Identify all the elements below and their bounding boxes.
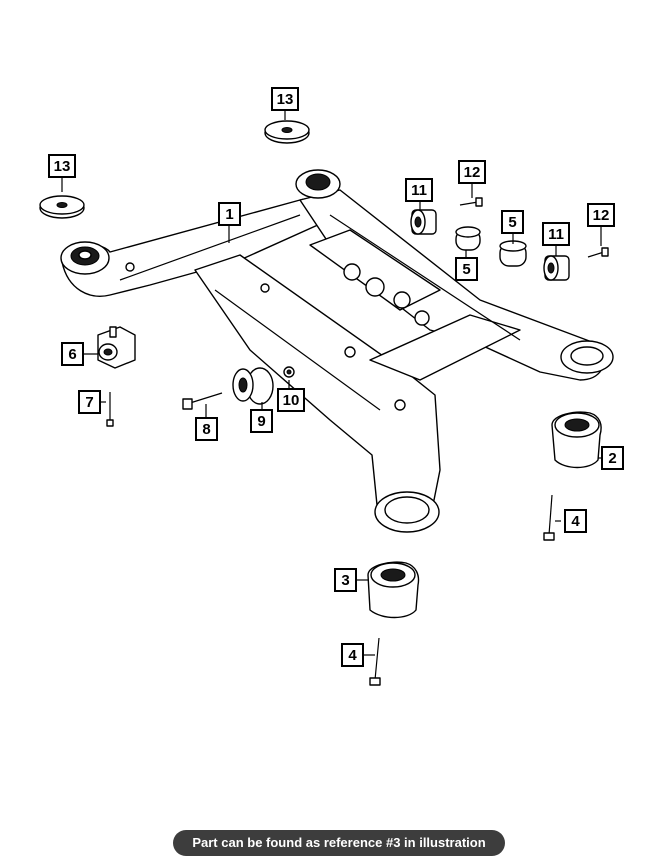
bushing-11-left <box>410 209 437 235</box>
svg-text:2: 2 <box>608 450 616 467</box>
callout-10: 10 <box>277 388 305 412</box>
svg-text:1: 1 <box>225 206 233 223</box>
callout-8: 8 <box>195 417 218 441</box>
callout-4-right: 4 <box>564 509 587 533</box>
svg-text:12: 12 <box>593 207 610 224</box>
bolt-12-left <box>459 197 483 207</box>
svg-text:4: 4 <box>348 647 357 664</box>
svg-text:11: 11 <box>411 182 427 199</box>
callout-6: 6 <box>61 342 84 366</box>
crossmember-frame <box>60 169 614 533</box>
svg-text:10: 10 <box>283 392 300 409</box>
bushing-2 <box>551 411 602 469</box>
bushing-5-left <box>455 226 481 251</box>
svg-text:4: 4 <box>571 513 580 530</box>
bolt-4-right <box>543 494 555 541</box>
callout-9: 9 <box>250 409 273 433</box>
callout-13-top: 13 <box>271 87 299 111</box>
svg-text:6: 6 <box>68 346 76 363</box>
callout-3: 3 <box>334 568 357 592</box>
callout-5-top: 5 <box>501 210 524 234</box>
reference-caption: Part can be found as reference #3 in ill… <box>173 830 505 856</box>
callout-12-right: 12 <box>587 203 615 227</box>
bolt-4-bottom <box>369 637 381 686</box>
nut-10 <box>283 366 295 378</box>
bushing-5-right <box>499 240 527 267</box>
callout-11-right: 11 <box>542 222 570 246</box>
svg-text:12: 12 <box>464 164 481 181</box>
bolt-7 <box>106 392 114 427</box>
callout-2: 2 <box>601 446 624 470</box>
bolt-12-right <box>587 247 609 258</box>
bracket-6 <box>97 326 136 369</box>
svg-text:13: 13 <box>54 158 71 175</box>
washer-13-left <box>39 195 85 219</box>
svg-text:9: 9 <box>257 413 265 430</box>
callout-1: 1 <box>218 202 241 226</box>
callout-11-left: 11 <box>405 178 433 202</box>
svg-text:5: 5 <box>508 214 516 231</box>
callout-7: 7 <box>78 390 101 414</box>
callout-12-left: 12 <box>458 160 486 184</box>
washer-13-top <box>264 120 310 144</box>
svg-text:11: 11 <box>548 226 564 243</box>
callout-4-bottom: 4 <box>341 643 364 667</box>
svg-text:3: 3 <box>341 572 349 589</box>
bolt-8 <box>182 392 223 410</box>
callout-13-left: 13 <box>48 154 76 178</box>
svg-text:8: 8 <box>202 421 210 438</box>
bushing-3 <box>367 561 420 619</box>
svg-text:5: 5 <box>462 261 470 278</box>
svg-text:13: 13 <box>277 91 294 108</box>
callout-5-bottom: 5 <box>455 257 478 281</box>
bushing-11-right <box>543 255 570 281</box>
leader-lines <box>61 110 602 656</box>
svg-text:7: 7 <box>85 394 93 411</box>
damper-9 <box>232 367 274 405</box>
